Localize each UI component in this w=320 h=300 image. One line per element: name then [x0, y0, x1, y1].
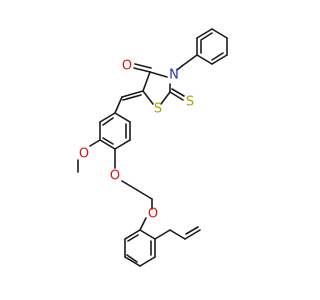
ring-nitrogen-label: N — [169, 68, 179, 83]
ring-sulfur-label: S — [154, 102, 162, 117]
methoxy-oxygen-label: O — [79, 147, 89, 162]
allylphenyl-ring — [124, 229, 156, 267]
molecule-structure: O N S S O O O — [77, 28, 228, 267]
ether-oxygen-1-label: O — [110, 169, 120, 184]
ketone-oxygen-label: O — [122, 59, 132, 74]
carbonyl-bonds — [133, 63, 152, 73]
molecule-canvas: O N S S O O O — [77, 28, 228, 267]
methoxy-bonds — [77, 139, 101, 173]
central-phenyl-ring — [99, 112, 131, 150]
thiazolidinone-ring — [142, 71, 171, 105]
benzyl-phenyl-ring — [196, 28, 228, 65]
exocyclic-double-bond — [114, 90, 144, 114]
thione-sulfur-label: S — [186, 95, 194, 110]
ethylene-glycol-chain — [114, 148, 153, 231]
benzyl-ch2-bonds — [176, 54, 198, 71]
ether-oxygen-2-label: O — [148, 207, 158, 222]
allyl-group — [154, 226, 201, 240]
thione-bonds — [169, 88, 185, 101]
